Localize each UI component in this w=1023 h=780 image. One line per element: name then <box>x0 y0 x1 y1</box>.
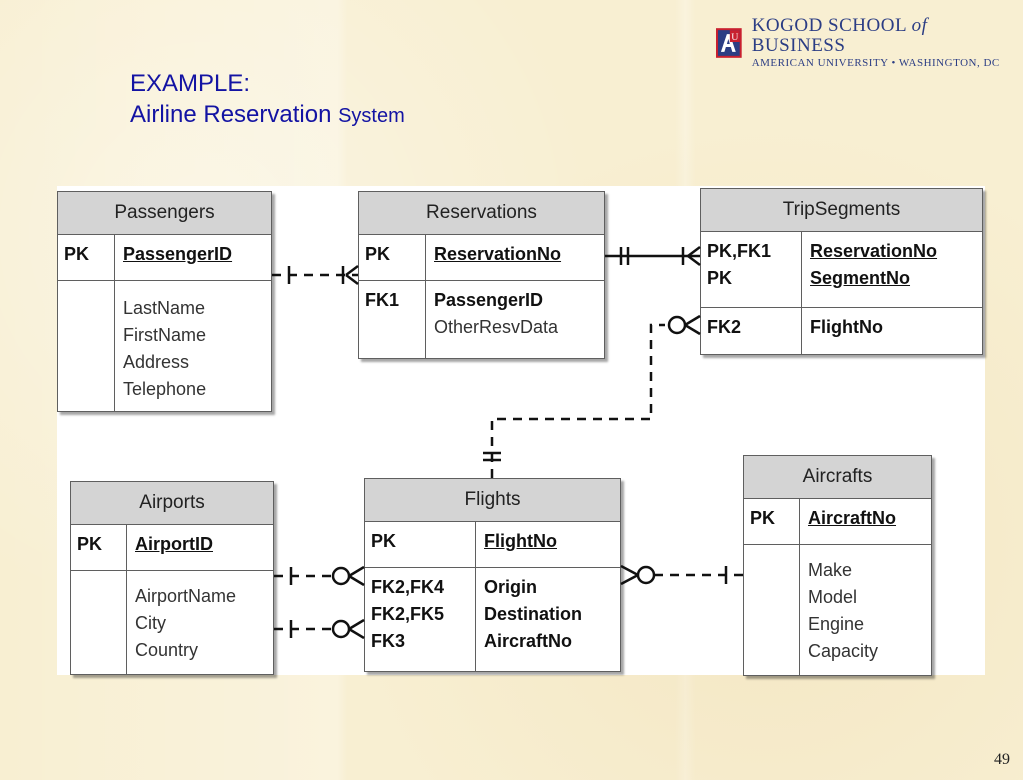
reservations-table-header: Reservations <box>359 192 604 235</box>
aircrafts-pk-label: PK <box>744 499 800 544</box>
passengers-field: FirstName <box>123 325 207 345</box>
reservations-table: Reservations PK ReservationNo FK1 Passen… <box>358 191 605 359</box>
passengers-field: Telephone <box>123 379 207 399</box>
aircrafts-table-header: Aircrafts <box>744 456 931 499</box>
passengers-field: Address <box>123 352 190 372</box>
page-number: 49 <box>994 751 1010 768</box>
reservations-fk-field: PassengerID <box>434 290 544 310</box>
slide-title-line2: Airline Reservation System <box>130 101 405 128</box>
airports-table-header: Airports <box>71 482 273 525</box>
reservations-tripsegments-relationship <box>605 246 701 266</box>
airports-field: Country <box>135 640 199 660</box>
slide-title: EXAMPLE: Airline Reservation System <box>130 68 405 132</box>
svg-text:U: U <box>731 32 738 43</box>
airports-field: AirportName <box>135 586 237 606</box>
tripsegments-table: TripSegments PK,FK1 PK ReservationNo Seg… <box>700 188 983 355</box>
tripsegments-pk-field: SegmentNo <box>810 268 911 288</box>
tripsegments-pk-label: PK <box>707 268 733 288</box>
reservations-field: OtherResvData <box>434 317 559 337</box>
flights-fk-field: Origin <box>484 577 537 597</box>
passengers-pk-label: PK <box>58 235 115 280</box>
logo-school-name: KOGOD SCHOOL of BUSINESS <box>751 15 928 56</box>
flights-table-header: Flights <box>365 479 620 522</box>
tripsegments-pk-label: PK,FK1 <box>707 241 772 261</box>
airports-field: City <box>135 613 166 633</box>
aircrafts-pk-field: AircraftNo <box>808 508 897 528</box>
passengers-table-header: Passengers <box>58 192 271 235</box>
airports-flights-origin-relationship <box>274 565 365 587</box>
flights-pk-label: PK <box>365 522 476 567</box>
aircrafts-field: Capacity <box>808 641 879 661</box>
aircrafts-field: Model <box>808 587 858 607</box>
flights-fk-label: FK3 <box>371 631 406 651</box>
flights-table: Flights PK FlightNo FK2,FK4 FK2,FK5 FK3 … <box>364 478 621 672</box>
american-university-logo-icon: U <box>716 28 742 58</box>
passengers-field: LastName <box>123 298 206 318</box>
slide-title-line1: EXAMPLE: <box>130 70 251 97</box>
aircrafts-field: Make <box>808 560 853 580</box>
aircrafts-table: Aircrafts PK AircraftNo Make Model Engin… <box>743 455 932 676</box>
airports-pk-field: AirportID <box>135 534 213 554</box>
logo-university-name: AMERICAN UNIVERSITY • WASHINGTON, DC <box>751 57 1000 69</box>
airports-pk-label: PK <box>71 525 127 570</box>
reservations-fk-label: FK1 <box>359 281 426 358</box>
airports-flights-destination-relationship <box>274 618 365 640</box>
tripsegments-table-header: TripSegments <box>701 189 982 232</box>
aircrafts-field: Engine <box>808 614 865 634</box>
tripsegments-fk-label: FK2 <box>701 308 802 354</box>
passengers-reservations-relationship <box>272 265 359 285</box>
passengers-pk-field: PassengerID <box>123 244 233 264</box>
reservations-pk-label: PK <box>359 235 426 280</box>
aircrafts-flights-relationship <box>620 564 743 586</box>
reservations-pk-field: ReservationNo <box>434 244 562 264</box>
airports-table: Airports PK AirportID AirportName City C… <box>70 481 274 675</box>
flights-fk-label: FK2,FK5 <box>371 604 445 624</box>
passengers-table: Passengers PK PassengerID LastName First… <box>57 191 272 412</box>
tripsegments-fk-field: FlightNo <box>810 317 883 337</box>
flights-fk-label: FK2,FK4 <box>371 577 445 597</box>
flights-tripsegments-relationship <box>483 314 701 478</box>
tripsegments-pk-field: ReservationNo <box>810 241 938 261</box>
flights-pk-field: FlightNo <box>484 531 557 551</box>
kogod-logo: U KOGOD SCHOOL of BUSINESS AMERICAN UNIV… <box>716 16 1023 70</box>
flights-fk-field: Destination <box>484 604 583 624</box>
flights-fk-field: AircraftNo <box>484 631 573 651</box>
